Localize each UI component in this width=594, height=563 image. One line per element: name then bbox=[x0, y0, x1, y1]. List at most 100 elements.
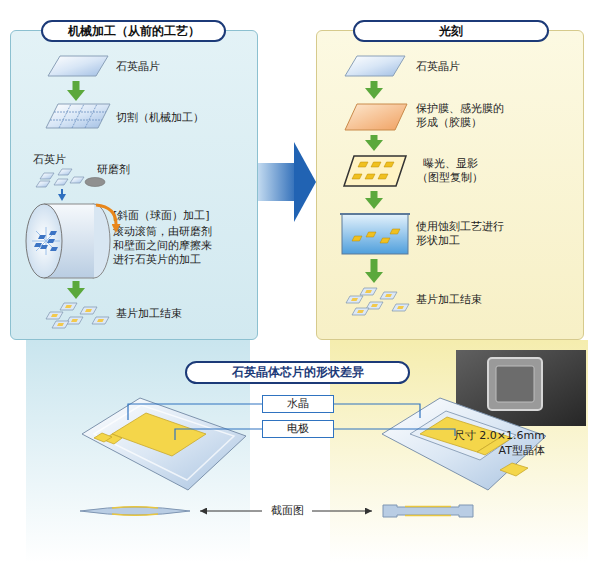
pattern bbox=[384, 162, 394, 167]
annotation: 截面图 bbox=[262, 504, 312, 518]
electrode-pad bbox=[500, 463, 528, 476]
process-step: 保护膜、感光膜的形成（胶膜） bbox=[341, 99, 561, 135]
cross-section bbox=[80, 507, 190, 515]
part-box: 电极 bbox=[262, 420, 334, 438]
process-panel: 机械加工（从前的工艺）石英晶片切割（机械加工）石英片[斜面（球面）加工]滚动滚筒… bbox=[10, 30, 258, 340]
section-title: 石英晶体芯片的形状差异 bbox=[187, 363, 408, 382]
cut-line bbox=[50, 120, 102, 121]
drum-body bbox=[44, 204, 94, 278]
finished-piece bbox=[392, 304, 409, 311]
process-step: 使用蚀刻工艺进行形状加工 bbox=[341, 209, 561, 259]
finished-piece bbox=[360, 288, 377, 295]
cut-wafer bbox=[46, 104, 110, 128]
quartz-wafer bbox=[345, 56, 405, 76]
cut-line bbox=[59, 104, 71, 128]
process-step: 石英片 bbox=[31, 151, 101, 189]
leader-line bbox=[334, 404, 420, 418]
process-step: 石英晶片 bbox=[341, 53, 561, 81]
process-step: 石英晶片 bbox=[41, 53, 241, 81]
finished-piece bbox=[52, 321, 69, 328]
annotation: 研磨剂 bbox=[97, 163, 147, 177]
electrode-layer bbox=[112, 514, 158, 515]
finished-piece bbox=[46, 312, 63, 319]
crystal-chip bbox=[82, 398, 246, 490]
quartz-piece bbox=[47, 239, 55, 243]
drum-edge bbox=[44, 278, 94, 279]
quartz-wafer bbox=[48, 56, 108, 76]
finished-piece bbox=[92, 317, 109, 324]
film-wafer bbox=[345, 104, 407, 130]
quartz-piece bbox=[49, 231, 57, 235]
process-step: 切割（机械加工） bbox=[41, 101, 246, 133]
electrode bbox=[112, 413, 206, 456]
finished-piece bbox=[66, 317, 83, 324]
quartz-piece bbox=[54, 179, 68, 185]
finished-piece bbox=[346, 296, 363, 303]
part-box: 水晶 bbox=[262, 395, 334, 413]
flow-arrow bbox=[61, 189, 63, 194]
leader-line bbox=[334, 429, 455, 436]
process-panel: 光刻石英晶片保护膜、感光膜的形成（胶膜）曝光、显影（图型复制）使用蚀刻工艺进行形… bbox=[316, 30, 584, 340]
process-step: 曝光、显影（图型复制） bbox=[341, 151, 561, 191]
drum-face bbox=[26, 204, 62, 278]
dimension-label: 尺寸 2.0×1.6mm bbox=[425, 429, 545, 443]
exposed-wafer bbox=[344, 156, 406, 186]
section-title-box: 石英晶体芯片的形状差异 bbox=[185, 361, 410, 384]
quartz-piece bbox=[40, 245, 48, 249]
panel-tab: 光刻 bbox=[353, 20, 549, 42]
abrasive bbox=[85, 178, 105, 187]
cut-line bbox=[72, 104, 84, 128]
step-heading: [斜面（球面）加工] bbox=[113, 209, 248, 223]
finished-piece bbox=[80, 307, 97, 314]
etch-tank bbox=[342, 214, 408, 254]
step-label: 切割（机械加工） bbox=[116, 111, 241, 125]
part-label: 电极 bbox=[263, 421, 333, 437]
quartz-piece bbox=[38, 235, 46, 239]
process-step: 基片加工结束 bbox=[41, 299, 241, 331]
chip-photo-package bbox=[488, 358, 542, 410]
rotation-arrow bbox=[96, 205, 116, 224]
pattern bbox=[371, 162, 381, 167]
motion-rays bbox=[32, 227, 60, 255]
quartz-piece bbox=[58, 169, 72, 175]
flow-arrow bbox=[371, 135, 378, 140]
step-label: 使用蚀刻工艺进行形状加工 bbox=[416, 220, 506, 248]
step-label: 石英晶片 bbox=[116, 60, 226, 74]
flow-arrow bbox=[371, 81, 378, 88]
leader-line bbox=[128, 404, 262, 420]
cut-line bbox=[54, 112, 106, 113]
step-label: 曝光、显影（图型复制） bbox=[416, 157, 484, 185]
step-label: 基片加工结束 bbox=[416, 293, 526, 307]
drum-edge bbox=[44, 204, 94, 205]
part-label: 水晶 bbox=[263, 396, 333, 412]
crystal-chip bbox=[382, 398, 546, 490]
cross-section bbox=[383, 505, 473, 517]
tank-rim bbox=[340, 213, 410, 215]
pattern bbox=[390, 229, 400, 234]
process-step: [斜面（球面）加工]滚动滚筒，由研磨剂和壁面之间的摩擦来进行石英片的加工 bbox=[21, 201, 251, 281]
chip-bevel bbox=[94, 405, 234, 480]
flow-arrow bbox=[73, 81, 80, 90]
electrode-pad bbox=[94, 433, 112, 442]
pattern bbox=[352, 174, 362, 179]
finished-piece bbox=[352, 308, 369, 315]
flow-arrow bbox=[371, 191, 378, 198]
flow-arrow bbox=[371, 259, 378, 272]
pattern bbox=[352, 236, 362, 241]
quartz-piece bbox=[36, 181, 50, 187]
electrode-layer bbox=[112, 507, 158, 508]
step-label: 基片加工结束 bbox=[116, 307, 226, 321]
cut-line bbox=[85, 104, 97, 128]
drum-back bbox=[78, 204, 110, 278]
quartz-piece bbox=[70, 177, 84, 183]
leader-line bbox=[175, 429, 262, 440]
pattern bbox=[366, 232, 376, 237]
finished-piece bbox=[380, 292, 397, 299]
pattern bbox=[358, 162, 368, 167]
cut-lines bbox=[50, 104, 106, 128]
panel-tab: 机械加工（从前的工艺） bbox=[41, 20, 226, 42]
electrode-layer bbox=[405, 515, 451, 517]
pattern bbox=[380, 238, 390, 243]
pattern bbox=[378, 174, 388, 179]
flow-arrow bbox=[258, 163, 294, 201]
